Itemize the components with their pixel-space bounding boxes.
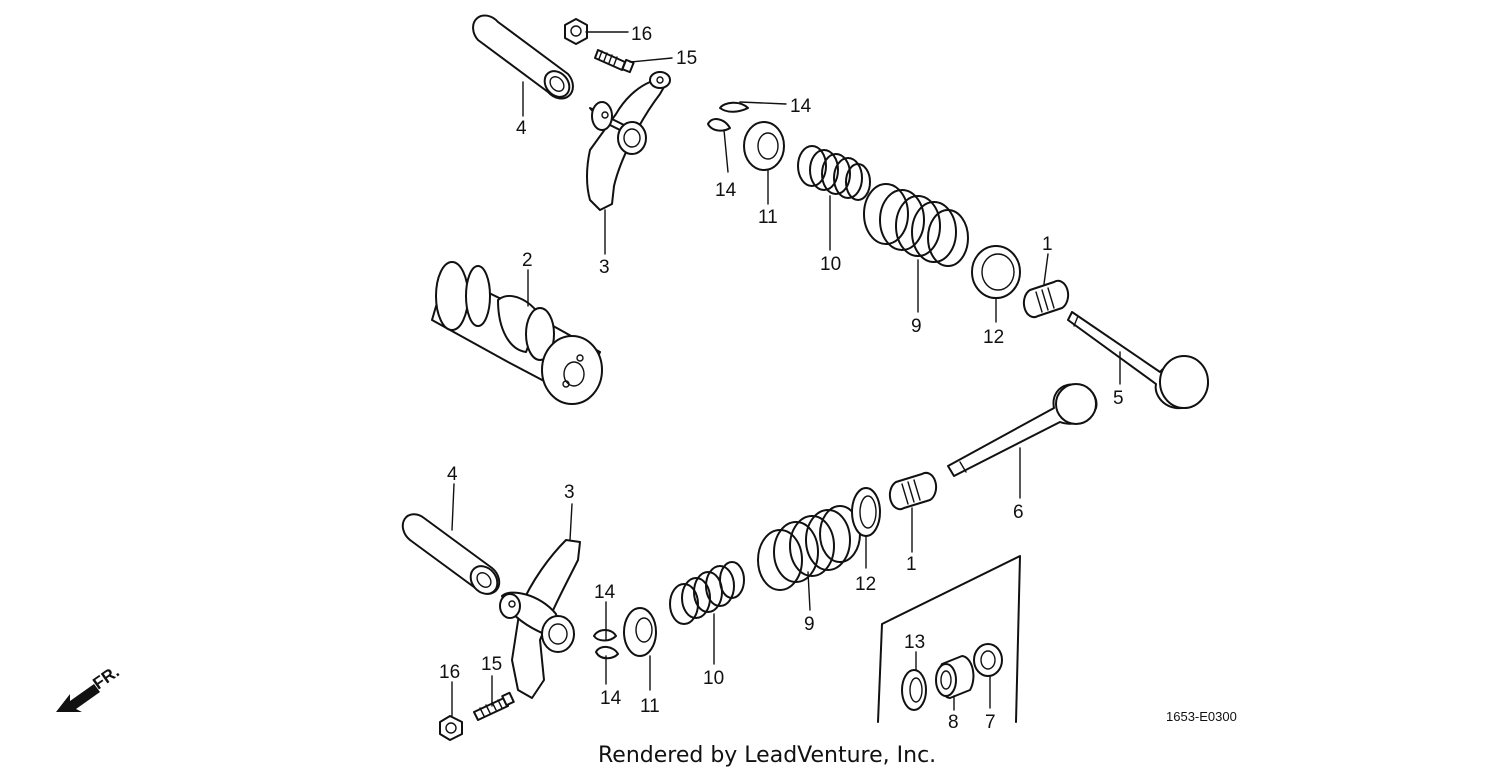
front-direction-indicator: FR. xyxy=(56,662,123,712)
valve-stem-seal-upper[interactable] xyxy=(1022,279,1070,319)
callout-12: 12 xyxy=(855,574,876,595)
inner-valve-spring-upper[interactable] xyxy=(797,145,871,201)
callout-14: 14 xyxy=(715,180,737,201)
outer-valve-spring-upper[interactable] xyxy=(863,183,969,267)
intake-valve[interactable] xyxy=(1067,311,1209,410)
adjusting-screw-lower[interactable] xyxy=(473,691,515,721)
spring-retainer-lower[interactable] xyxy=(623,607,657,657)
outer-valve-spring-lower[interactable] xyxy=(757,505,861,591)
spring-seat-upper[interactable] xyxy=(971,245,1021,299)
callout-1: 1 xyxy=(906,554,917,575)
callout-16: 16 xyxy=(631,24,652,45)
callout-3: 3 xyxy=(599,257,610,278)
callout-9: 9 xyxy=(911,316,922,337)
lock-nut-lower[interactable] xyxy=(439,715,463,741)
callout-11: 11 xyxy=(640,696,660,717)
credit-text: Rendered by LeadVenture, Inc. xyxy=(598,743,936,768)
callout-9: 9 xyxy=(804,614,815,635)
callout-10: 10 xyxy=(703,668,724,689)
callout-10: 10 xyxy=(820,254,841,275)
lock-nut-upper[interactable] xyxy=(564,18,588,45)
spring-retainer-upper[interactable] xyxy=(743,121,785,171)
inner-valve-spring-lower[interactable] xyxy=(669,561,745,625)
callout-13: 13 xyxy=(904,632,925,653)
exhaust-valve[interactable] xyxy=(947,383,1098,477)
leader-lines xyxy=(451,31,1121,717)
spring-seat-lower[interactable] xyxy=(851,487,881,537)
callout-15: 15 xyxy=(676,48,697,69)
valve-cotter-lower[interactable] xyxy=(593,629,619,660)
front-arrow-icon xyxy=(56,684,100,712)
rocker-arm-lower[interactable] xyxy=(499,539,581,699)
callout-4: 4 xyxy=(516,118,527,139)
callout-3: 3 xyxy=(564,482,575,503)
valve-guide-clip[interactable] xyxy=(973,643,1003,677)
valve-stem-seal-lower[interactable] xyxy=(888,471,938,511)
callout-16: 16 xyxy=(439,662,460,683)
callout-5: 5 xyxy=(1113,388,1124,409)
callout-labels: 16 15 14 4 14 11 3 10 2 1 9 12 5 4 3 6 1… xyxy=(439,24,1124,733)
callout-11: 11 xyxy=(758,207,778,228)
rocker-arm-shaft-lower[interactable] xyxy=(401,513,503,599)
callout-6: 6 xyxy=(1013,502,1024,523)
rocker-arm-upper[interactable] xyxy=(586,71,671,211)
valve-cotter-upper[interactable] xyxy=(707,101,749,132)
callout-14: 14 xyxy=(594,582,616,603)
adjusting-screw-upper[interactable] xyxy=(594,49,635,74)
callout-4: 4 xyxy=(447,464,458,485)
inset-frame xyxy=(877,555,1021,723)
callout-1: 1 xyxy=(1042,234,1053,255)
callout-15: 15 xyxy=(481,654,502,675)
diagram-code: 1653-E0300 xyxy=(1166,709,1237,724)
o-ring[interactable] xyxy=(901,669,927,711)
valve-guide[interactable] xyxy=(935,655,975,699)
callout-12: 12 xyxy=(983,327,1004,348)
callout-8: 8 xyxy=(948,712,959,733)
callout-7: 7 xyxy=(985,712,996,733)
callout-14: 14 xyxy=(600,688,622,709)
camshaft[interactable] xyxy=(431,261,603,405)
callout-14: 14 xyxy=(790,96,812,117)
callout-2: 2 xyxy=(522,250,533,271)
rocker-arm-shaft-upper[interactable] xyxy=(472,14,574,101)
